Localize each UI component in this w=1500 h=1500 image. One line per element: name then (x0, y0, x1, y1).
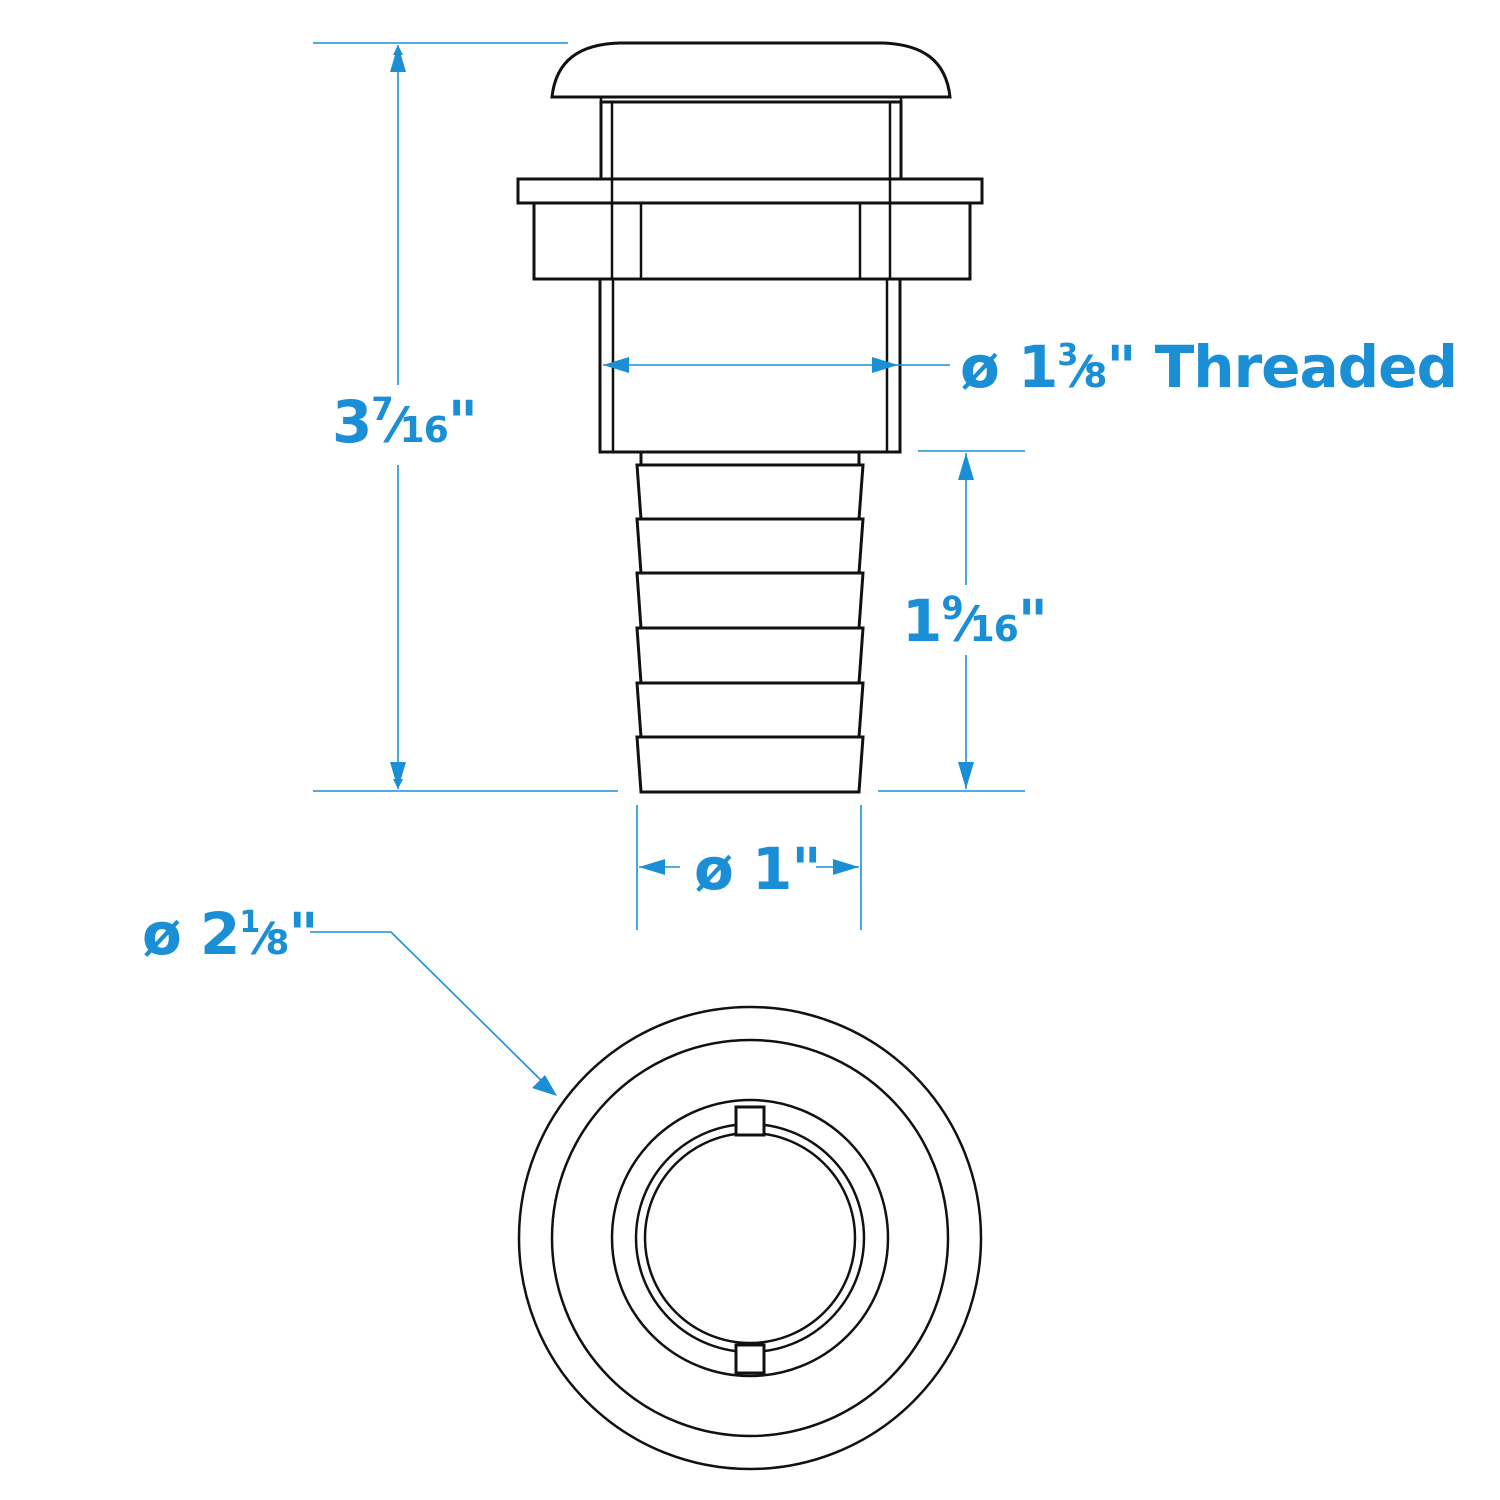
flange-outer-circle (517, 1005, 983, 1471)
prefix: ø 1 (960, 333, 1058, 401)
whole-number: 1 (902, 587, 942, 655)
arrow-right-icon (833, 859, 859, 875)
barb-neck (639, 450, 861, 467)
numerator: 7 (371, 390, 393, 428)
fraction: 1⁄8 (239, 905, 290, 965)
numerator: 3 (1057, 338, 1078, 373)
overall-height-label: 37⁄16" (332, 390, 478, 454)
numerator: 1 (239, 905, 260, 940)
arrow-up-icon (390, 45, 406, 72)
prefix: ø 2 (142, 900, 240, 968)
fraction: 7⁄16 (371, 390, 449, 454)
unit: " (288, 900, 318, 968)
thread-diameter-label: ø 13⁄8" Threaded (960, 338, 1458, 398)
key-tab-bottom (734, 1343, 766, 1375)
hose-barb (635, 463, 865, 794)
dimension-flange-diameter (310, 931, 557, 1096)
barb-length-label: 19⁄16" (902, 589, 1048, 653)
denominator: 16 (969, 609, 1019, 650)
arrow-right-icon (872, 357, 898, 373)
dimension-overall-height (313, 42, 618, 792)
lock-nut (532, 201, 972, 281)
stem-upper (599, 100, 903, 182)
bore-inner-circle (643, 1131, 857, 1345)
whole-number: 3 (332, 388, 372, 456)
unit: " (447, 388, 478, 456)
barb-diameter-label: ø 1" (694, 840, 822, 898)
dimension-thread-diameter (603, 357, 950, 373)
arrow-up-icon (958, 453, 974, 480)
cap-dome (550, 41, 952, 99)
denominator: 16 (399, 410, 449, 451)
denominator: 8 (265, 923, 290, 963)
suffix: " Threaded (1106, 333, 1458, 401)
fraction: 3⁄8 (1057, 338, 1108, 398)
arrow-diagonal-icon (532, 1075, 557, 1096)
bottom-view (517, 1005, 983, 1471)
arrow-left-icon (639, 859, 665, 875)
key-tab-top (734, 1105, 766, 1137)
arrow-down-icon (390, 762, 406, 789)
dimension-barb-diameter (636, 805, 862, 930)
unit: " (1017, 587, 1048, 655)
bore-outer-circle (634, 1122, 866, 1354)
barb-diameter-text: ø 1" (694, 835, 822, 903)
arrow-left-icon (603, 357, 629, 373)
body-circle (610, 1098, 890, 1378)
flange-diameter-label: ø 21⁄8" (142, 905, 319, 965)
flange-inner-circle (550, 1038, 950, 1438)
dimension-barb-length (878, 450, 1025, 792)
denominator: 8 (1083, 356, 1108, 396)
arrow-down-icon (958, 762, 974, 789)
numerator: 9 (941, 589, 963, 627)
fraction: 9⁄16 (941, 589, 1019, 653)
side-view (516, 41, 984, 794)
flange (516, 177, 984, 205)
